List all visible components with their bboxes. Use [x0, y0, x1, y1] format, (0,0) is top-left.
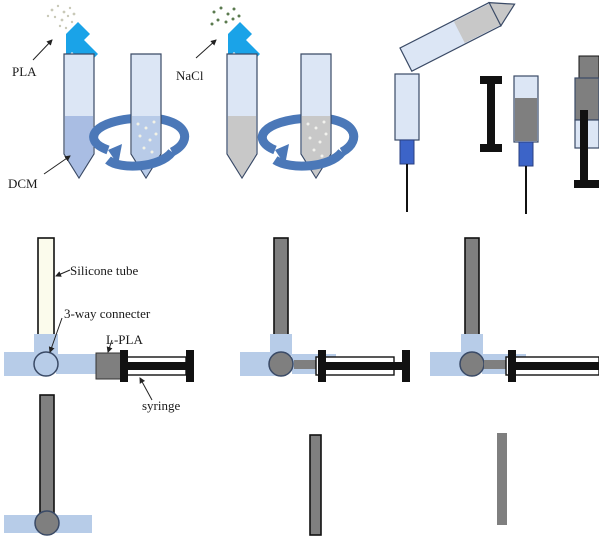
plunger-icon — [480, 76, 502, 152]
syringe-label: syringe — [142, 398, 181, 413]
dcm-leader-line — [43, 155, 71, 175]
release-1 — [4, 394, 92, 536]
assembly-1: Silicone tube 3-way connecter L-PLA syri… — [4, 237, 194, 413]
step-compress — [480, 75, 539, 214]
tilted-tube — [399, 1, 516, 72]
assembly-2 — [240, 237, 410, 382]
nacl-label: NaCl — [176, 68, 204, 83]
step-mix-nacl — [257, 53, 358, 180]
connector-arm-right — [56, 354, 100, 374]
syringe-thumb — [186, 350, 194, 382]
silicone-tube — [37, 237, 55, 337]
l-pla-label: L-PLA — [106, 332, 143, 347]
three-way-connector — [33, 351, 59, 377]
nacl-particles — [210, 6, 241, 26]
step-mix-pla — [89, 53, 189, 180]
assembly-3 — [430, 237, 599, 382]
step-extrude-partial — [574, 55, 599, 188]
pla-leader-line — [32, 39, 53, 61]
nacl-leader-line — [195, 39, 217, 59]
silicone-tube-label: Silicone tube — [70, 263, 138, 278]
syringe-flange — [120, 350, 128, 382]
pla-label: PLA — [12, 64, 37, 79]
step-dissolve-pla: PLA DCM — [8, 4, 98, 191]
final-rod — [497, 433, 507, 525]
syringe-1 — [394, 73, 420, 212]
three-way-connector-label: 3-way connecter — [64, 306, 151, 321]
pla-particles — [46, 4, 76, 30]
dcm-solution — [65, 116, 93, 177]
syringe-plunger — [126, 362, 188, 370]
syringe-2 — [513, 75, 539, 214]
step-add-nacl: NaCl — [176, 6, 260, 180]
l-pla-rod — [95, 352, 125, 380]
release-2 — [309, 434, 322, 536]
dcm-label: DCM — [8, 176, 38, 191]
step-load-syringe — [394, 1, 516, 212]
